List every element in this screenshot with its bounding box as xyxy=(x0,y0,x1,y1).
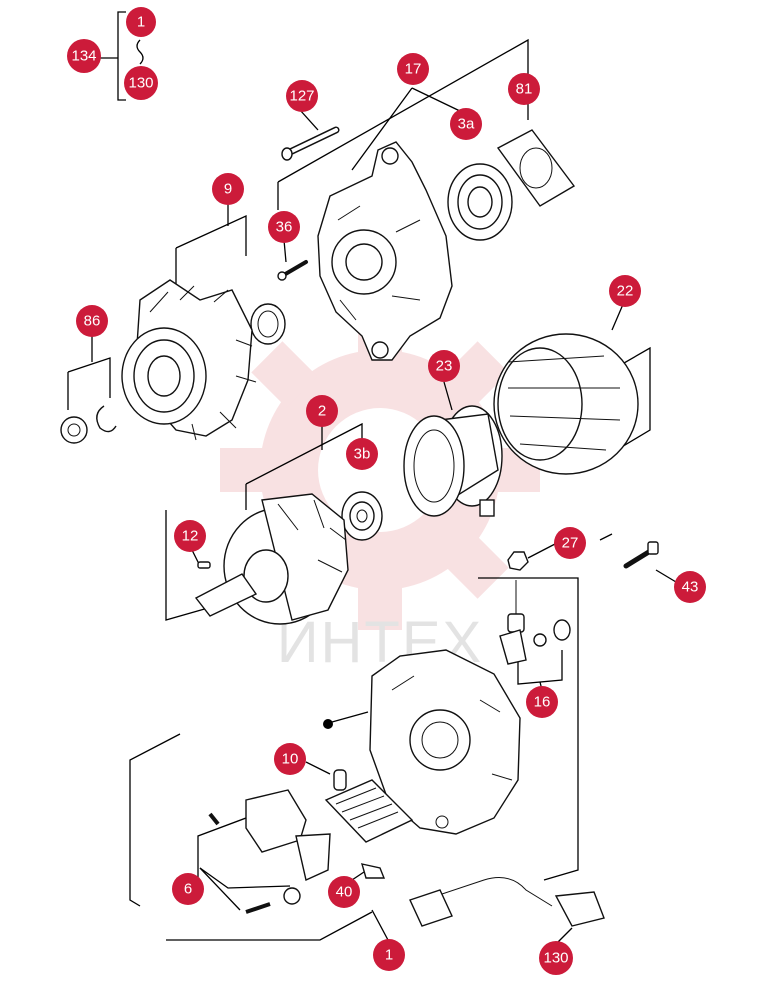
bolt-43 xyxy=(623,541,659,569)
ring-23 xyxy=(403,405,503,517)
callout-36: 36 xyxy=(268,211,300,243)
svg-text:1: 1 xyxy=(137,14,145,31)
svg-text:3b: 3b xyxy=(354,446,371,463)
svg-text:12: 12 xyxy=(182,528,199,545)
callout-22: 22 xyxy=(609,275,641,307)
callout-10: 10 xyxy=(274,743,306,775)
svg-text:3a: 3a xyxy=(458,116,475,133)
svg-text:86: 86 xyxy=(84,313,101,330)
stator xyxy=(493,333,639,475)
callout-3a: 3a xyxy=(450,108,482,140)
svg-text:36: 36 xyxy=(276,219,293,236)
callout-130-top: 130 xyxy=(124,66,158,100)
spacer-ring xyxy=(250,303,286,345)
callout-6: 6 xyxy=(172,873,204,905)
bearing-3b xyxy=(341,491,383,541)
callout-43: 43 xyxy=(674,571,706,603)
svg-text:2: 2 xyxy=(318,403,326,420)
bearing-3a xyxy=(447,163,513,241)
svg-text:40: 40 xyxy=(336,884,353,901)
nut-27 xyxy=(507,551,529,571)
callout-1-top: 1 xyxy=(126,7,156,37)
svg-text:1: 1 xyxy=(385,947,393,964)
legend-bracket xyxy=(100,11,144,101)
front-housing xyxy=(317,141,453,361)
svg-text:43: 43 xyxy=(682,579,699,596)
callout-12: 12 xyxy=(174,520,206,552)
callout-81: 81 xyxy=(508,73,540,105)
callout-16: 16 xyxy=(526,686,558,718)
plate-81 xyxy=(496,129,576,207)
svg-text:81: 81 xyxy=(516,81,533,98)
callout-40: 40 xyxy=(328,876,360,908)
dot-marker-icon xyxy=(323,719,333,729)
bolt-127 xyxy=(281,126,340,161)
callouts: 1 130 134 127 17 81 3a 9 xyxy=(67,7,706,975)
callout-86: 86 xyxy=(76,305,108,337)
svg-text:10: 10 xyxy=(282,751,299,768)
clip-40 xyxy=(361,863,386,879)
callout-2: 2 xyxy=(306,395,338,427)
callout-127: 127 xyxy=(286,80,318,112)
callout-130-bottom: 130 xyxy=(539,941,573,975)
callout-3b: 3b xyxy=(346,438,378,470)
svg-text:127: 127 xyxy=(289,88,314,105)
key-12 xyxy=(197,561,211,569)
svg-text:6: 6 xyxy=(184,881,192,898)
svg-text:16: 16 xyxy=(534,694,551,711)
svg-text:22: 22 xyxy=(617,283,634,300)
regulator xyxy=(208,789,331,914)
parts xyxy=(60,126,659,927)
svg-text:9: 9 xyxy=(224,181,232,198)
callout-9: 9 xyxy=(212,173,244,205)
callout-17: 17 xyxy=(397,53,429,85)
rotor xyxy=(194,493,349,625)
svg-text:130: 130 xyxy=(543,950,568,967)
nut-washer xyxy=(60,405,117,444)
terminal-parts xyxy=(499,580,571,665)
leader-lines xyxy=(67,38,677,945)
rear-housing xyxy=(369,649,521,835)
svg-text:17: 17 xyxy=(405,61,422,78)
wire-harness xyxy=(409,877,605,927)
pulley-fan xyxy=(121,279,257,441)
callout-134: 134 xyxy=(67,39,101,73)
rectifier xyxy=(324,769,414,843)
svg-text:130: 130 xyxy=(128,75,153,92)
callout-1-bottom: 1 xyxy=(373,939,405,971)
svg-text:134: 134 xyxy=(71,48,96,65)
callout-23: 23 xyxy=(428,350,460,382)
svg-text:23: 23 xyxy=(436,358,453,375)
callout-27: 27 xyxy=(554,527,586,559)
screw-36 xyxy=(277,260,308,281)
svg-text:27: 27 xyxy=(562,535,579,552)
